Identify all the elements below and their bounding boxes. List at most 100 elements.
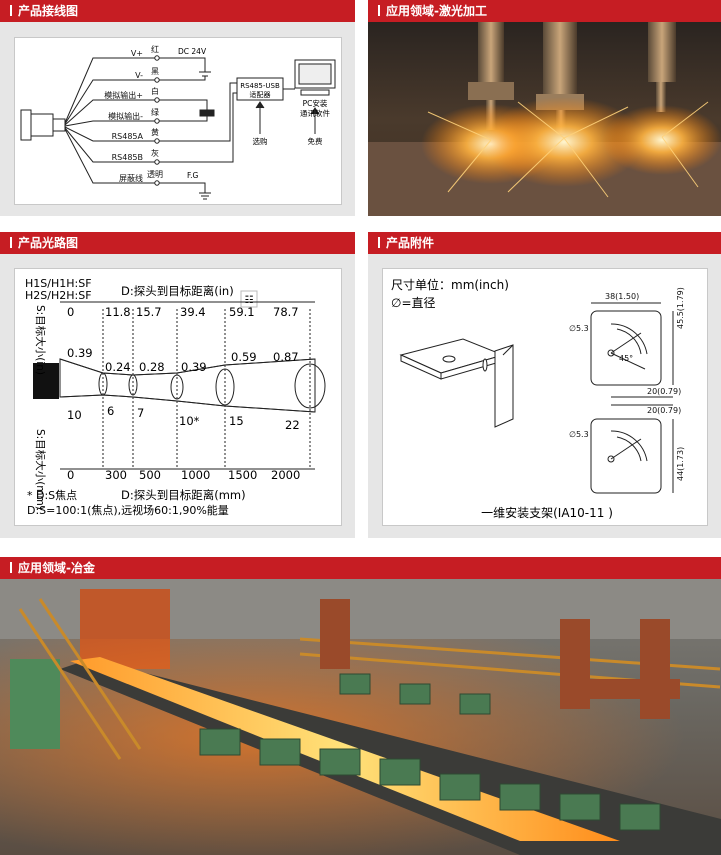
svg-text:45.5(1.79): 45.5(1.79) <box>676 287 685 329</box>
wire-label: V+ <box>131 49 143 58</box>
metallurgy-photo <box>0 579 721 855</box>
distance-mm-label: D:探头到目标距离(mm) <box>121 488 246 502</box>
optics-diagram-frame: H1S/H1H:SF H2S/H2H:SF D:探头到目标距离(in) ☷ <box>14 268 342 526</box>
distance-guides <box>102 309 311 469</box>
svg-text:44(1.73): 44(1.73) <box>676 447 685 481</box>
unit-icon: ☷ <box>240 290 258 308</box>
svg-text:20(0.79): 20(0.79) <box>647 387 681 396</box>
bracket-caption: 一维安装支架(IA10-11 ) <box>481 505 613 520</box>
cranes <box>320 599 680 719</box>
svg-text:∅5.3: ∅5.3 <box>569 324 589 333</box>
models-line-2: H2S/H2H:SF <box>25 289 92 302</box>
svg-text:0.39: 0.39 <box>181 360 207 374</box>
note-focus: * D:S焦点 <box>27 489 77 502</box>
distance-in-label: D:探头到目标距离(in) <box>121 284 234 298</box>
svg-text:15: 15 <box>229 414 244 428</box>
metallurgy-photo-art <box>0 579 721 855</box>
svg-text:78.7: 78.7 <box>273 305 299 319</box>
section-title: 应用领域-激光加工 <box>386 4 487 18</box>
svg-text:10*: 10* <box>179 414 200 428</box>
svg-text:0: 0 <box>67 468 74 482</box>
section-header-accessory: 产品附件 <box>368 232 721 254</box>
wire-color: 绿 <box>151 108 159 117</box>
pc-label-2: 通讯软件 <box>300 108 330 118</box>
sensor-cable-gland <box>52 118 66 132</box>
optional-label: 选购 <box>253 136 268 146</box>
svg-text:6: 6 <box>107 404 114 418</box>
optics-diagram: H1S/H1H:SF H2S/H2H:SF D:探头到目标距离(in) ☷ <box>25 277 326 517</box>
power-circuit <box>159 57 320 200</box>
optics-panel: H1S/H1H:SF H2S/H2H:SF D:探头到目标距离(in) ☷ <box>0 254 355 538</box>
bracket-drawing: 尺寸单位：mm(inch) ∅=直径 <box>391 277 685 520</box>
section-header-laser: 应用领域-激光加工 <box>368 0 721 22</box>
sensor-cap <box>20 109 32 141</box>
pc-icon <box>294 59 336 96</box>
free-label: 免费 <box>308 136 323 146</box>
wire-bundle <box>64 57 155 184</box>
svg-text:1000: 1000 <box>181 468 210 482</box>
spot-in-values: 0.39 0.24 0.28 0.39 0.59 0.87 <box>67 346 299 374</box>
diameter-label: ∅=直径 <box>391 296 436 310</box>
note-ratio: D:S=100:1(焦点),远视场60:1,90%能量 <box>27 503 229 517</box>
svg-text:38(1.50): 38(1.50) <box>605 292 639 301</box>
wire-label: 模拟输出+ <box>104 90 143 100</box>
wire-color: 黑 <box>151 67 159 76</box>
svg-text:45°: 45° <box>619 354 633 363</box>
section-header-wiring: 产品接线图 <box>0 0 355 22</box>
laser-photo-art <box>368 22 721 216</box>
wiring-panel: V+ V- 模拟输出+ 模拟输出- RS485A RS485B 屏蔽线 红 黑 … <box>0 22 355 216</box>
wire-label: RS485A <box>112 132 144 141</box>
svg-text:1500: 1500 <box>228 468 257 482</box>
svg-text:10: 10 <box>67 408 82 422</box>
probe-icon <box>33 363 59 399</box>
svg-text:0.87: 0.87 <box>273 350 299 364</box>
wire-color: 灰 <box>151 148 159 158</box>
distance-in-values: 0 11.8 15.7 39.4 59.1 78.7 <box>67 305 299 319</box>
section-title: 产品接线图 <box>18 4 79 18</box>
wire-label: 模拟输出- <box>108 111 143 121</box>
header-bar-icon <box>378 237 380 248</box>
section-header-metallurgy: 应用领域-冶金 <box>0 557 721 579</box>
section-title: 应用领域-冶金 <box>18 561 95 575</box>
models-line-1: H1S/H1H:SF <box>25 277 92 290</box>
accessory-panel: 尺寸单位：mm(inch) ∅=直径 <box>368 254 721 538</box>
section-header-optics: 产品光路图 <box>0 232 355 254</box>
pc-label: PC安装 <box>303 98 328 108</box>
svg-text:7: 7 <box>137 406 144 420</box>
bracket-front-view <box>590 418 674 494</box>
svg-text:0.59: 0.59 <box>231 350 257 364</box>
svg-text:0.39: 0.39 <box>67 346 93 360</box>
svg-text:39.4: 39.4 <box>180 305 206 319</box>
wire-label: RS485B <box>112 153 143 162</box>
wire-color: 透明 <box>147 170 163 179</box>
svg-text:0.24: 0.24 <box>105 360 131 374</box>
y-axis-mm-label: S:目标大小(mm) <box>34 429 47 510</box>
distance-mm-values: 0 300 500 1000 1500 2000 <box>67 468 300 482</box>
wire-color: 红 <box>151 44 159 54</box>
svg-text:15.7: 15.7 <box>136 305 162 319</box>
svg-text:0: 0 <box>67 305 74 319</box>
svg-text:∅5.3: ∅5.3 <box>569 430 589 439</box>
sensor-body <box>30 113 54 137</box>
svg-text:59.1: 59.1 <box>229 305 255 319</box>
accessory-drawing-frame: 尺寸单位：mm(inch) ∅=直径 <box>382 268 708 526</box>
wire-color: 白 <box>151 86 159 96</box>
bracket-top-view <box>590 302 674 406</box>
header-bar-icon <box>378 5 380 16</box>
adapter-label-2: 适配器 <box>250 90 271 99</box>
grid-icon: ☷ <box>245 295 254 306</box>
wire-color: 黄 <box>151 127 159 137</box>
svg-text:11.8: 11.8 <box>105 305 131 319</box>
unit-label: 尺寸单位：mm(inch) <box>391 277 509 292</box>
dimensions: 38(1.50) 45.5(1.79) 20(0.79) 20(0.79) 44… <box>569 287 685 481</box>
svg-text:300: 300 <box>105 468 127 482</box>
dc-label: DC 24V <box>178 47 207 56</box>
fg-label: F.G <box>187 171 198 180</box>
svg-text:500: 500 <box>139 468 161 482</box>
y-axis-in-label: S:目标大小(in) <box>34 305 47 375</box>
wire-label: V- <box>135 71 143 80</box>
laser-processing-photo <box>368 22 721 216</box>
svg-text:2000: 2000 <box>271 468 300 482</box>
header-bar-icon <box>10 562 12 573</box>
section-title: 产品光路图 <box>18 236 79 250</box>
